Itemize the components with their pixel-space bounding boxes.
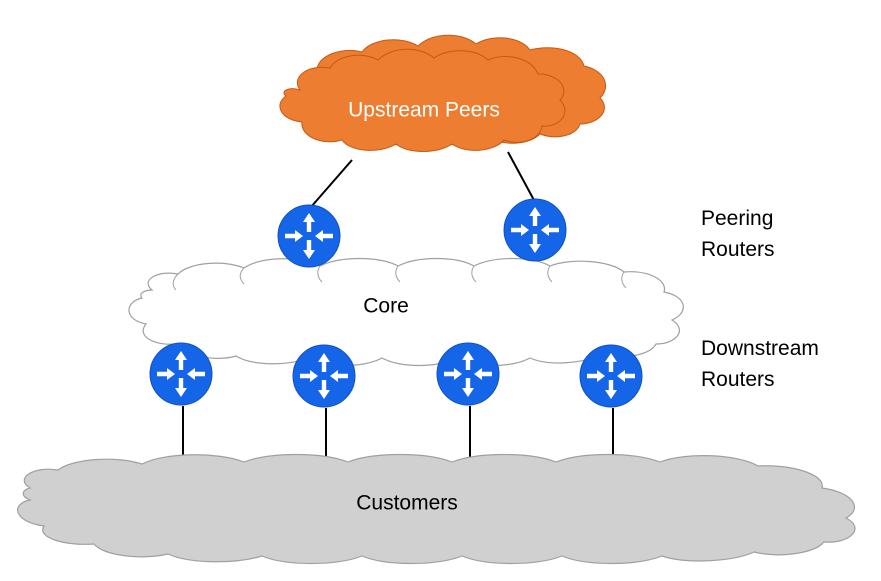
downstream-routers-label-line1: Downstream [701, 337, 819, 360]
router-icon [292, 344, 356, 408]
downstream-routers-label: Downstream Routers [701, 333, 871, 395]
router-icon [579, 344, 643, 408]
peering-routers-label-line1: Peering [701, 207, 774, 230]
router-icon [277, 204, 341, 268]
customers-label: Customers [356, 492, 458, 515]
core-label: Core [363, 295, 409, 318]
downstream-routers-label-line2: Routers [701, 368, 775, 391]
router-icon [149, 342, 213, 406]
router-icon [436, 342, 500, 406]
link-upstream-peering-right [507, 151, 536, 203]
links [182, 151, 614, 466]
peering-routers-label: Peering Routers [701, 203, 871, 265]
upstream-peers-label: Upstream Peers [348, 99, 500, 122]
upstream-peers-cloud: Upstream Peers [279, 34, 606, 152]
peering-routers-label-line2: Routers [701, 238, 775, 261]
peering-routers [277, 198, 567, 268]
link-upstream-peering-left [310, 159, 353, 208]
customers-cloud: Customers [17, 453, 856, 565]
router-icon [503, 198, 567, 262]
